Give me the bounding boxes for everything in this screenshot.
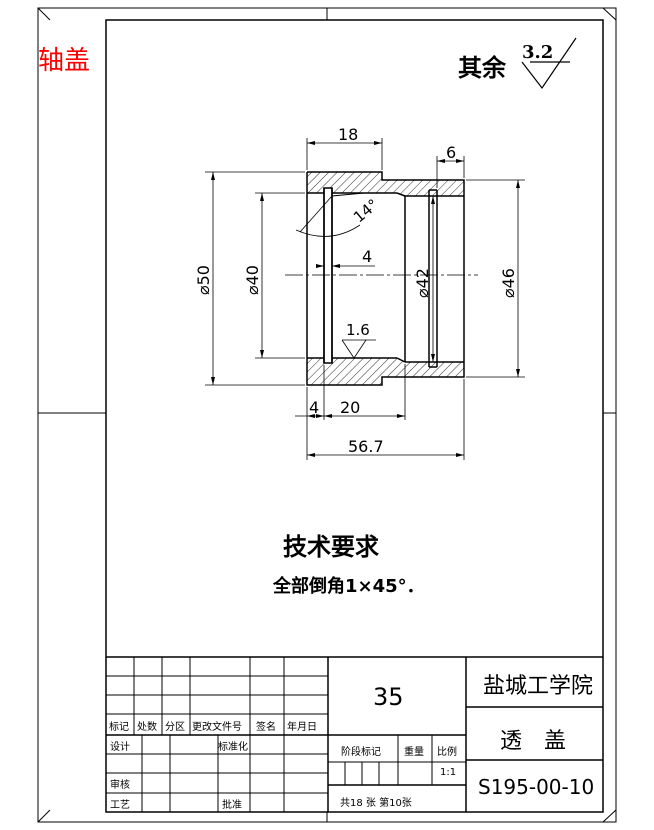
tech-requirements-line: 全部倒角1×45°． — [273, 576, 425, 597]
scale-value: 1:1 — [440, 767, 457, 778]
school-name: 盐城工学院 — [483, 674, 594, 699]
inner-frame — [105, 19, 604, 813]
dim-groove-4: 4 — [362, 247, 372, 266]
part-section — [306, 171, 465, 386]
label-design: 设计 — [110, 742, 130, 753]
label-stage-mark: 阶段标记 — [341, 747, 381, 758]
dimension-lines — [205, 138, 525, 460]
label-process: 工艺 — [110, 800, 130, 811]
roughness-1-6: 1.6 — [346, 321, 370, 339]
tech-requirements-title: 技术要求 — [283, 533, 379, 561]
dim-18: 18 — [338, 125, 358, 144]
centering-marks — [37, 7, 617, 823]
label-approve: 批准 — [222, 800, 242, 811]
part-label: 轴盖 — [38, 46, 91, 76]
dim-dia-46: ⌀46 — [499, 268, 518, 298]
drawing-number: S195-00-10 — [478, 775, 595, 799]
title-block-grid — [106, 656, 603, 812]
label-sheets: 共18 张 第10张 — [340, 798, 412, 809]
surface-finish-value: 3.2 — [522, 42, 554, 63]
label-zone: 分区 — [165, 722, 185, 733]
dim-angle-14: 14° — [350, 195, 382, 226]
dim-dia-42: ⌀42 — [413, 268, 432, 298]
dim-6: 6 — [446, 143, 456, 162]
dim-len-4: 4 — [309, 398, 319, 417]
dim-len-20: 20 — [340, 398, 360, 417]
surface-finish-symbol — [521, 37, 577, 90]
label-scale: 比例 — [437, 747, 457, 758]
material-value: 35 — [373, 683, 404, 711]
label-date: 年月日 — [287, 722, 317, 733]
label-standardize: 标准化 — [218, 742, 248, 753]
dim-dia-50: ⌀50 — [194, 265, 213, 295]
label-mark: 标记 — [109, 722, 129, 733]
dim-len-56-7: 56.7 — [348, 437, 384, 456]
label-sign: 签名 — [256, 722, 276, 733]
label-change-doc: 更改文件号 — [192, 722, 242, 733]
dim-dia-40: ⌀40 — [243, 265, 262, 295]
label-review: 审核 — [110, 780, 130, 791]
arrowheads — [211, 141, 520, 457]
label-count: 处数 — [137, 722, 157, 733]
part-name: 透 盖 — [500, 729, 567, 754]
label-weight: 重量 — [404, 747, 424, 758]
surface-finish-prefix: 其余 — [458, 54, 506, 82]
